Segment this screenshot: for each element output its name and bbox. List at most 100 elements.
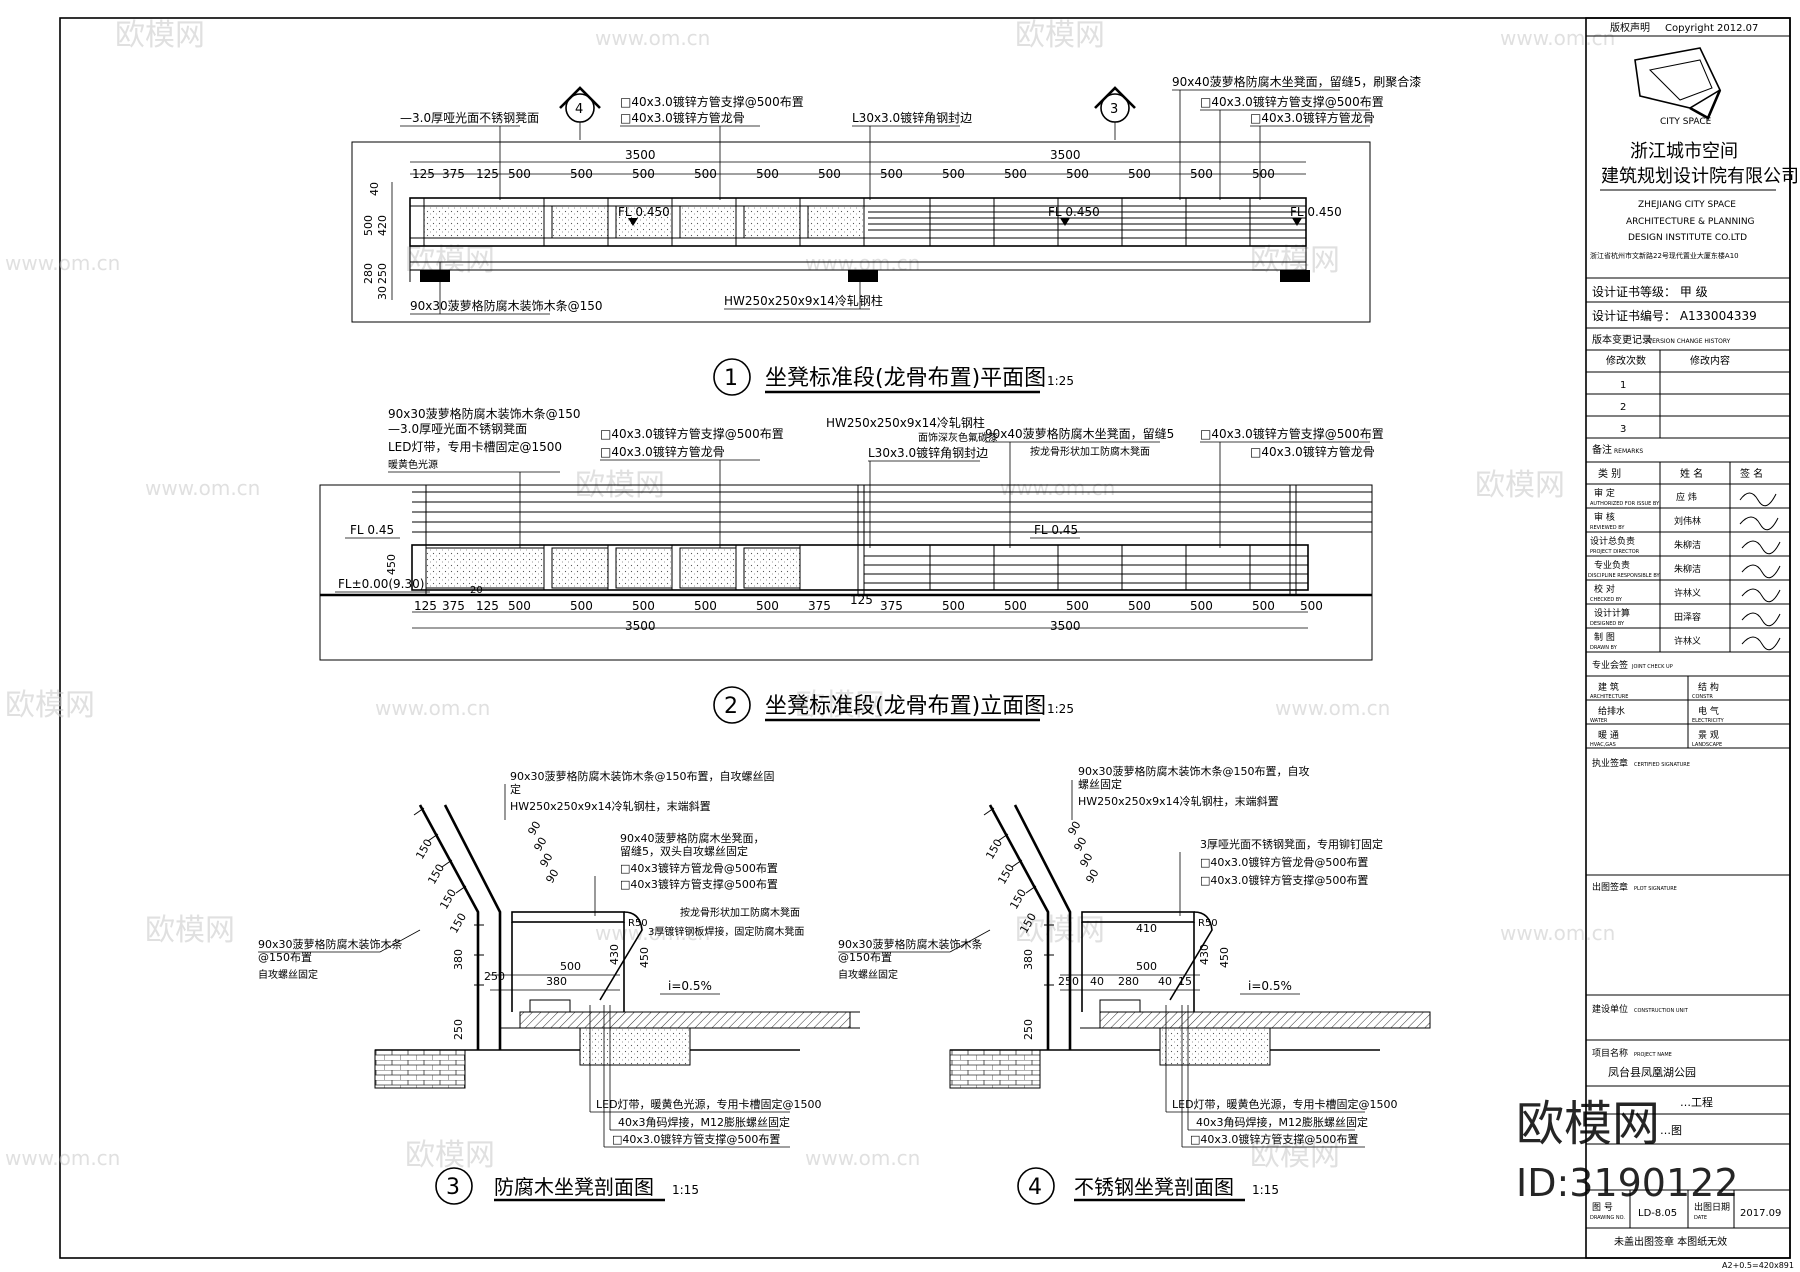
wm-id: ID:3190122 xyxy=(1516,1161,1739,1205)
elev-label: 按龙骨形状加工防腐木凳面 xyxy=(1030,445,1150,458)
elev-dim: 500 xyxy=(1066,599,1089,613)
version-title: 版本变更记录 xyxy=(1592,333,1652,346)
sec3-dim: 90 xyxy=(543,867,561,886)
sec3-dim: 450 xyxy=(638,947,651,968)
sec4-slope: i=0.5% xyxy=(1248,979,1292,993)
view-number-circle xyxy=(713,686,751,724)
signature xyxy=(1741,588,1781,603)
sec3-dim: 90 xyxy=(525,819,543,838)
joint-label-en: JOINT CHECK UP xyxy=(1631,664,1673,670)
signoff-rows: 审 定 AUTHORIZED FOR ISSUE BY 应 炜 审 核 REVI… xyxy=(1586,487,1790,653)
section-marker-4: 4 xyxy=(559,86,601,140)
elev-label: □40x3.0镀锌方管龙骨 xyxy=(600,444,725,459)
version-title-en: VERSION CHANGE HISTORY xyxy=(1648,338,1731,345)
elev-dim: 375 xyxy=(808,599,831,613)
elev-vdim: 20 xyxy=(470,585,483,596)
signoff-role-en: REVIEWED BY xyxy=(1590,525,1625,531)
sec3-label: 3厚镀锌钢板焊接，固定防腐木凳面 xyxy=(648,925,804,938)
view1-title: 坐凳标准段(龙骨布置)平面图 xyxy=(765,366,1046,391)
version-col2: 修改内容 xyxy=(1690,354,1730,367)
view4-title: 不锈钢坐凳剖面图 xyxy=(1074,1175,1234,1199)
cert-sign-label: 执业签章 xyxy=(1592,757,1628,769)
signoff-role-en: DRAWN BY xyxy=(1590,645,1618,651)
plan-dim-total-left: 3500 xyxy=(625,148,656,162)
sec4-dim: 450 xyxy=(1218,947,1231,968)
wm-site: www.om.cn xyxy=(1500,921,1615,945)
company-name-en-2: ARCHITECTURE & PLANNING xyxy=(1626,217,1755,227)
plan-label: 90x40菠萝格防腐木坐凳面，留缝5，刷聚合漆 xyxy=(1172,74,1421,89)
plan-vdim: 250 xyxy=(376,263,389,284)
version-col1: 修改次数 xyxy=(1606,354,1646,367)
view3-title: 防腐木坐凳剖面图 xyxy=(494,1175,654,1199)
section-marker-3: 3 xyxy=(1094,86,1136,140)
signoff-name: 刘伟林 xyxy=(1674,515,1701,527)
wm-site: www.om.cn xyxy=(145,476,260,500)
sec3-dim: 150 xyxy=(413,837,435,862)
plan-fl: FL 0.450 xyxy=(1290,205,1342,219)
elev-dim-total-right: 3500 xyxy=(1050,619,1081,633)
view-number-circle xyxy=(1017,1167,1055,1205)
joint-item: 暖 通 xyxy=(1598,729,1619,741)
plan-vdim: 30 xyxy=(376,286,389,300)
sec3-label: 定 xyxy=(510,782,521,796)
signoff-name: 朱柳洁 xyxy=(1674,563,1701,575)
sec4-label: □40x3.0镀锌方管龙骨@500布置 xyxy=(1200,855,1368,869)
elev-dim: 500 xyxy=(570,599,593,613)
sec3-label: 留缝5，双头自攻螺丝固定 xyxy=(620,844,748,858)
plan-dim: 375 xyxy=(442,167,465,181)
cert-sign-label-en: CERTIFIED SIGNATURE xyxy=(1634,762,1690,768)
elev-dim: 500 xyxy=(942,599,965,613)
construction-label-en: CONSTRUCTION UNIT xyxy=(1634,1008,1689,1014)
signoff-role-en: DESIGNED BY xyxy=(1590,621,1625,627)
elev-label: □40x3.0镀锌方管支撑@500布置 xyxy=(600,426,784,441)
signoff-role: 校 对 xyxy=(1594,583,1615,595)
wm-site: www.om.cn xyxy=(5,1146,120,1170)
drawing-no-en: DRAWING NO. xyxy=(1590,1215,1625,1221)
view2-scale: 1:25 xyxy=(1047,702,1074,716)
sec4-dim: 380 xyxy=(1022,949,1035,970)
drawing-no-label: 图 号 xyxy=(1592,1202,1613,1213)
sec3-label: 90x30菠萝格防腐木装饰木条 xyxy=(258,937,403,951)
sec3-label: 按龙骨形状加工防腐木凳面 xyxy=(680,906,800,919)
joint-item-en: ARCHITECTURE xyxy=(1590,694,1628,700)
elev-dim: 500 xyxy=(1004,599,1027,613)
signoff-role-en: PROJECT DIRECTOR xyxy=(1590,549,1640,555)
plan-dim: 500 xyxy=(694,167,717,181)
elev-dim: 500 xyxy=(756,599,779,613)
date-en: DATE xyxy=(1694,1215,1707,1221)
view1-scale: 1:25 xyxy=(1047,374,1074,388)
wm-site: www.om.cn xyxy=(805,1146,920,1170)
plan-view: 3500 3500 125 375 125 500 500 500 500 50… xyxy=(351,74,1421,396)
sec3-label: 90x30菠萝格防腐木装饰木条@150布置，自攻螺丝固 xyxy=(510,769,775,783)
plan-vdim: 280 xyxy=(362,263,375,284)
signature xyxy=(1741,612,1781,627)
plan-label: □40x3.0镀锌方管龙骨 xyxy=(1250,110,1375,125)
signoff-role: 审 核 xyxy=(1594,511,1615,523)
watermark-layer: 欧模网 www.om.cn 欧模网 www.om.cn www.om.cn 欧模… xyxy=(5,18,1615,1173)
sec3-label: □40x3镀锌方管支撑@500布置 xyxy=(620,877,778,891)
sec4-dim: 90 xyxy=(1065,819,1083,838)
sec3-dim: 250 xyxy=(452,1019,465,1040)
plan-dim: 500 xyxy=(632,167,655,181)
wm-site: www.om.cn xyxy=(595,921,710,945)
wm-brand: 欧模网 xyxy=(115,18,205,53)
sec4-label: LED灯带，暖黄色光源，专用卡槽固定@1500 xyxy=(1172,1097,1398,1111)
elev-fl: FL 0.45 xyxy=(350,523,394,537)
sec3-slope: i=0.5% xyxy=(668,979,712,993)
elevation-view: FL 0.45 FL 0.45 FL±0.00(9.30) 450 20 125… xyxy=(319,406,1384,724)
signoff-name: 许林义 xyxy=(1674,587,1701,599)
elev-vdim: 450 xyxy=(385,554,398,575)
plan-dim: 500 xyxy=(942,167,965,181)
joint-item: 给排水 xyxy=(1598,705,1625,717)
plan-label: HW250x250x9x14冷轧钢柱 xyxy=(724,293,883,308)
elev-dim: 500 xyxy=(632,599,655,613)
joint-item: 结 构 xyxy=(1698,681,1719,693)
joint-item: 景 观 xyxy=(1698,730,1719,741)
signoff-head: 姓 名 xyxy=(1680,467,1703,480)
elev-dim: 500 xyxy=(694,599,717,613)
version-row: 2 xyxy=(1620,402,1626,413)
svg-text:3: 3 xyxy=(1110,102,1118,117)
joint-label: 专业会签 xyxy=(1592,659,1628,671)
plan-dim: 500 xyxy=(570,167,593,181)
sec4-dim: 15 xyxy=(1178,975,1192,988)
